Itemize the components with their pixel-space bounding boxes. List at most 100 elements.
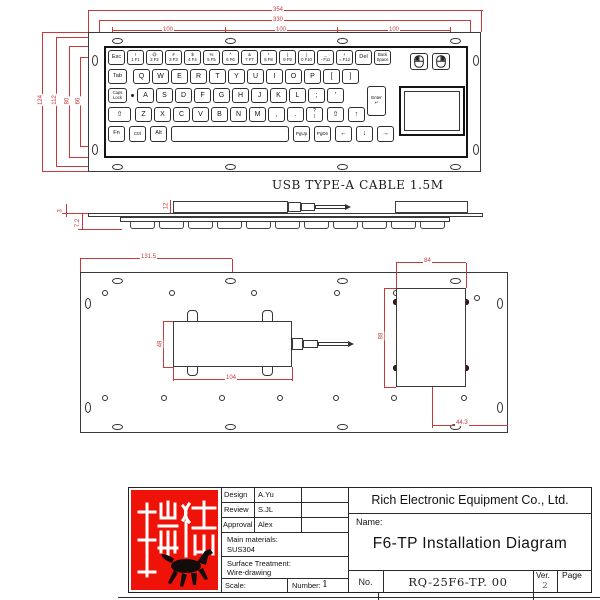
key-r3-3: S xyxy=(156,88,173,103)
key-r1-14: Del xyxy=(355,50,372,65)
ext-line xyxy=(470,21,471,37)
key-r3-5: F xyxy=(194,88,211,103)
side-panel-plate xyxy=(88,213,483,217)
mounting-hole xyxy=(111,423,123,431)
key-r3-11: ; xyxy=(308,88,325,103)
key-r5-2: Ctrl xyxy=(129,126,146,142)
divider xyxy=(221,556,348,557)
mounting-hole xyxy=(111,277,123,285)
dim-66: 66 xyxy=(75,96,82,106)
mounting-hole xyxy=(224,37,236,45)
mouse-right-key xyxy=(432,53,450,70)
mounting-hole xyxy=(472,143,480,155)
key-r2-2: Q xyxy=(133,69,150,84)
key-r4-1: ⇧ xyxy=(108,107,131,122)
ext-line xyxy=(42,171,88,172)
dim-100-3: 100 xyxy=(388,27,401,33)
mounting-hole xyxy=(84,401,92,413)
seal-characters-icon xyxy=(137,500,217,587)
side-touchpad-box xyxy=(395,201,468,213)
ext-line xyxy=(384,387,396,388)
screw-hole xyxy=(219,395,225,401)
key-r3-7: H xyxy=(232,88,249,103)
dim-48: 48 xyxy=(157,339,164,349)
side-key-bump xyxy=(304,222,329,229)
dim-line-48 xyxy=(163,321,164,367)
mounting-hole xyxy=(449,37,461,45)
key-r5-1: Fn xyxy=(108,126,125,142)
ext-line xyxy=(170,200,171,213)
ext-line xyxy=(481,11,482,32)
capslock-led xyxy=(131,94,134,97)
key-r1-1: Esc xyxy=(108,50,125,65)
drawing-name: F6-TP Installation Diagram xyxy=(372,535,568,552)
dim-12: 12 xyxy=(163,201,170,211)
ext-line xyxy=(42,32,88,33)
ext-line xyxy=(66,204,67,217)
company-name: Rich Electronic Equipment Co., Ltd. xyxy=(371,493,569,507)
side-cable xyxy=(315,205,345,209)
divider xyxy=(221,532,348,533)
side-subplate xyxy=(120,217,450,222)
surface-label: Surface Treatment: xyxy=(227,559,291,568)
divider xyxy=(301,487,302,532)
dim-line-44-3 xyxy=(432,425,508,426)
divider xyxy=(533,570,534,593)
approval-value: Alex xyxy=(258,520,273,529)
side-key-bump xyxy=(391,222,416,229)
key-r4-7: N xyxy=(230,107,247,122)
ext-line xyxy=(56,37,94,38)
key-r1-12: _ - F11 xyxy=(317,50,334,65)
screw-hole xyxy=(334,290,340,296)
mounting-hole xyxy=(111,163,123,171)
number-label: Number: xyxy=(292,581,321,590)
dim-104: 104 xyxy=(225,375,238,381)
key-r2-3: W xyxy=(152,69,169,84)
screw-hole xyxy=(277,395,283,401)
mounting-hole xyxy=(336,37,348,45)
title-block-frame xyxy=(128,487,592,593)
key-r1-6: % 5 F5 xyxy=(203,50,220,65)
scale-label: Scale: xyxy=(225,581,246,590)
ver-value: 2 xyxy=(542,580,548,591)
key-r2-12: [ xyxy=(323,69,340,84)
mounting-hole xyxy=(84,297,92,309)
key-r4-9: , xyxy=(268,107,285,122)
key-r4-5: V xyxy=(192,107,209,122)
side-cable-connector xyxy=(288,202,301,212)
key-r5-7: ← xyxy=(335,126,352,142)
dim-80: 80 xyxy=(64,96,71,106)
key-r3-2: A xyxy=(137,88,154,103)
key-r3-4: D xyxy=(175,88,192,103)
divider xyxy=(221,487,222,593)
dim-44-3: 44.3 xyxy=(455,420,469,426)
divider xyxy=(557,570,558,593)
key-r4-8: M xyxy=(249,107,266,122)
ext-line xyxy=(88,11,89,32)
rear-cable-connector xyxy=(292,338,303,350)
key-r1-13: + = F12 xyxy=(336,50,353,65)
dim-100-2: 100 xyxy=(275,27,288,33)
rear-cable-end xyxy=(348,341,354,347)
key-r3-8: J xyxy=(251,88,268,103)
mounting-hole xyxy=(224,423,236,431)
dim-84: 84 xyxy=(423,258,432,264)
key-r3-9: K xyxy=(270,88,287,103)
key-r3-10: L xyxy=(289,88,306,103)
key-r4-11: ? / xyxy=(306,107,323,122)
dim-124: 124 xyxy=(38,93,45,107)
key-r3-12: ' xyxy=(327,88,344,103)
ext-line xyxy=(99,21,100,37)
cable-label: USB TYPE-A CABLE 1.5M xyxy=(272,178,444,192)
key-r4-6: B xyxy=(211,107,228,122)
approval-label: Approval xyxy=(223,520,253,529)
key-r1-4: # 3 F3 xyxy=(165,50,182,65)
key-r2-13: ] xyxy=(342,69,359,84)
enter-key: Enter ↵ xyxy=(367,86,386,116)
mouse-left-icon xyxy=(414,55,424,68)
key-r1-10: ( 9 F9 xyxy=(279,50,296,65)
key-r5-8: ↓ xyxy=(356,126,373,142)
sheet-frame-tick xyxy=(533,593,534,600)
side-cable-plug xyxy=(301,203,315,211)
sheet-frame-line xyxy=(118,597,600,598)
